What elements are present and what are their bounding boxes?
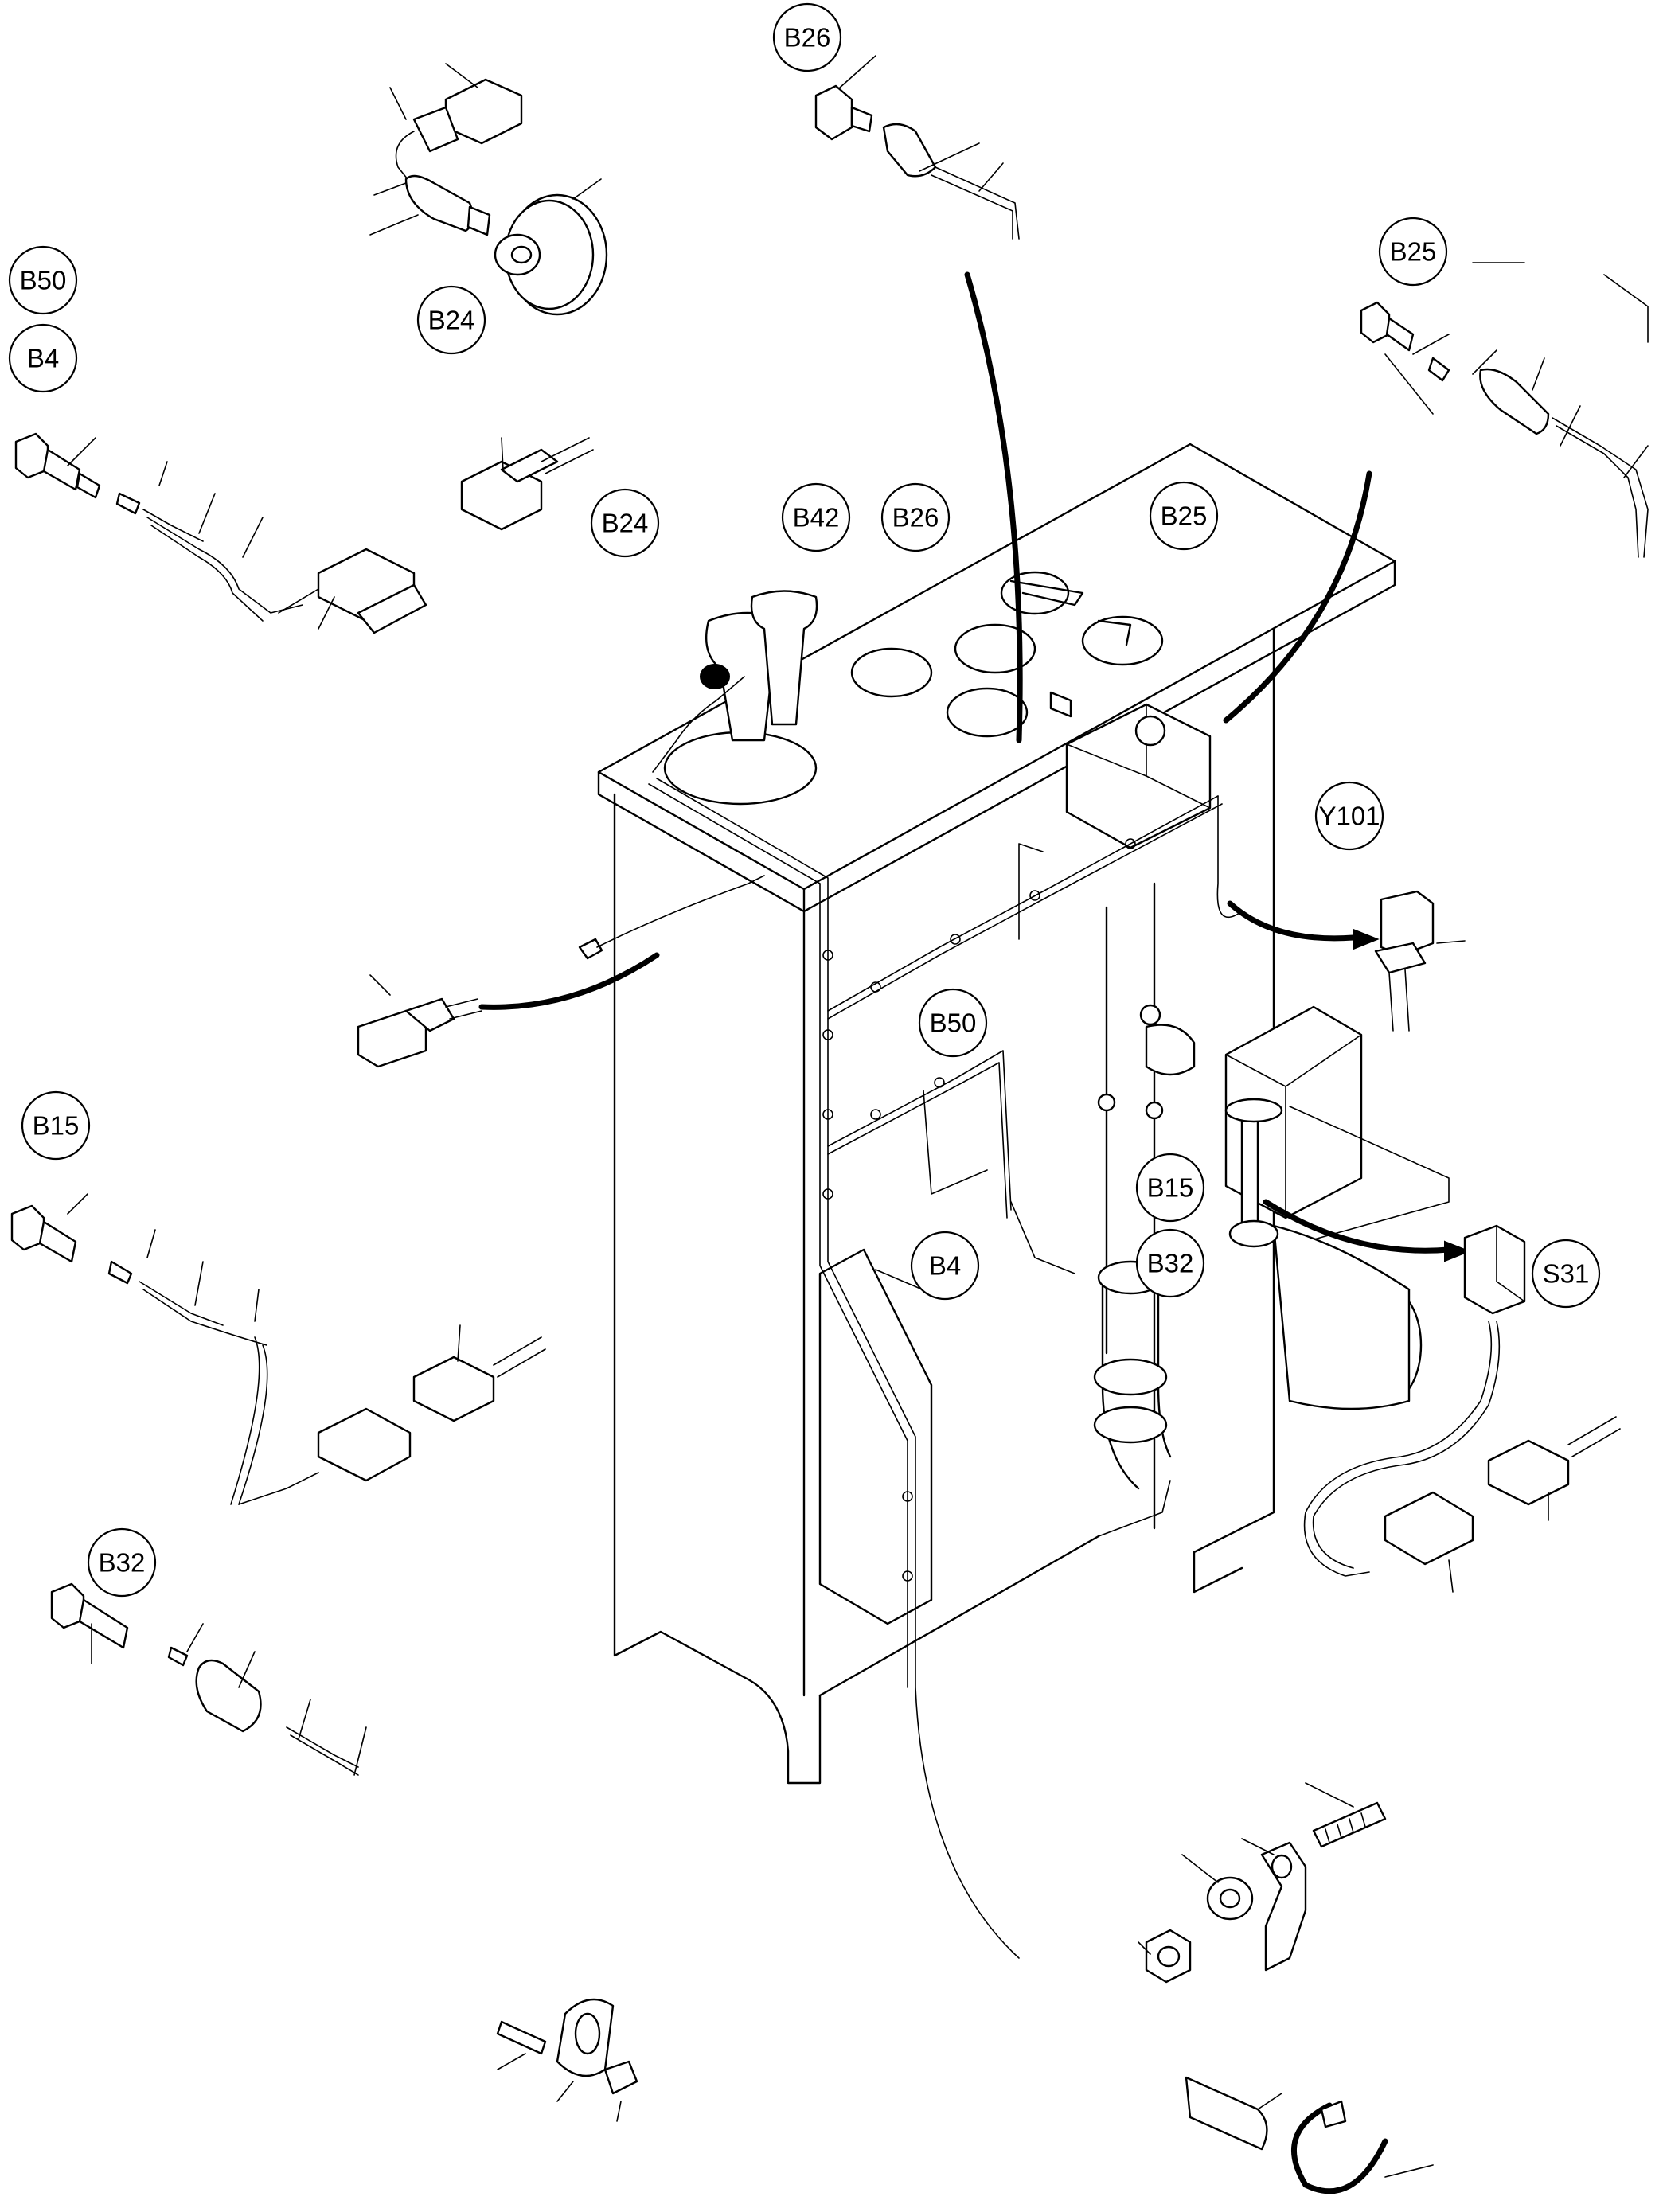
callout-circle xyxy=(910,1231,980,1301)
callout-text: B26 xyxy=(892,503,939,533)
callout-b26: B26 xyxy=(772,2,842,72)
clamp-detail xyxy=(496,1998,638,2122)
callout-b26-main: B26 xyxy=(880,482,951,552)
callout-text: B4 xyxy=(929,1251,961,1281)
b15-sensor-detail xyxy=(10,1193,546,1505)
callout-b24-main: B24 xyxy=(590,488,660,558)
callout-text: B32 xyxy=(1147,1249,1194,1278)
callout-circle xyxy=(416,285,486,355)
left-connector-detail xyxy=(357,974,482,1068)
callout-b4: B4 xyxy=(8,323,78,393)
callout-circle xyxy=(918,988,988,1058)
callout-b32-main: B32 xyxy=(1135,1228,1205,1298)
main-harness xyxy=(478,271,1471,1959)
callout-b42: B42 xyxy=(781,482,851,552)
callout-circle xyxy=(1314,781,1384,851)
tank-assembly xyxy=(597,443,1450,1785)
callout-circle xyxy=(880,482,951,552)
b4-sensor-detail xyxy=(14,432,594,634)
callout-text: B42 xyxy=(793,503,840,533)
callout-circle xyxy=(8,323,78,393)
callout-circle xyxy=(1378,217,1448,287)
tie-detail xyxy=(1185,2076,1434,2194)
callout-circle xyxy=(781,482,851,552)
callout-circle xyxy=(87,1527,157,1598)
callout-s31: S31 xyxy=(1531,1239,1601,1309)
callout-text: B15 xyxy=(1147,1173,1194,1203)
s31-switch-detail xyxy=(1303,1224,1621,1593)
callout-circle xyxy=(590,488,660,558)
callout-text: B25 xyxy=(1390,237,1437,267)
callout-text: B24 xyxy=(428,306,475,335)
callout-b50-main: B50 xyxy=(918,988,988,1058)
callout-text: B4 xyxy=(27,344,59,373)
b32-sensor-detail xyxy=(50,1582,367,1776)
callout-circle xyxy=(772,2,842,72)
callout-b4-main: B4 xyxy=(910,1231,980,1301)
b24-switch-detail xyxy=(369,63,608,316)
callout-y101: Y101 xyxy=(1314,781,1384,851)
callout-b25-main: B25 xyxy=(1149,481,1219,551)
callout-b15: B15 xyxy=(21,1090,91,1161)
callout-circle xyxy=(1149,481,1219,551)
callout-text: B15 xyxy=(33,1111,80,1141)
hardware-detail xyxy=(1138,1782,1387,1984)
callout-text: B26 xyxy=(784,23,831,53)
callout-circle xyxy=(1531,1239,1601,1309)
callout-text: B50 xyxy=(930,1008,977,1038)
b26-sensor-detail xyxy=(814,55,1020,240)
callout-text: Y101 xyxy=(1318,802,1380,831)
callout-text: B50 xyxy=(20,266,67,295)
callout-text: S31 xyxy=(1543,1259,1590,1289)
callout-circle xyxy=(1135,1228,1205,1298)
callout-b50: B50 xyxy=(8,245,78,315)
callout-b32: B32 xyxy=(87,1527,157,1598)
callout-text: B25 xyxy=(1161,501,1208,531)
callout-circle xyxy=(1135,1153,1205,1223)
callout-text: B24 xyxy=(602,509,649,538)
callout-circle xyxy=(21,1090,91,1161)
callout-b15-main: B15 xyxy=(1135,1153,1205,1223)
callout-text: B32 xyxy=(99,1548,146,1578)
y101-connector-detail xyxy=(1374,890,1466,1032)
callout-circle xyxy=(8,245,78,315)
callout-b24: B24 xyxy=(416,285,486,355)
callout-b25: B25 xyxy=(1378,217,1448,287)
b25-sensor-detail xyxy=(1360,262,1649,558)
